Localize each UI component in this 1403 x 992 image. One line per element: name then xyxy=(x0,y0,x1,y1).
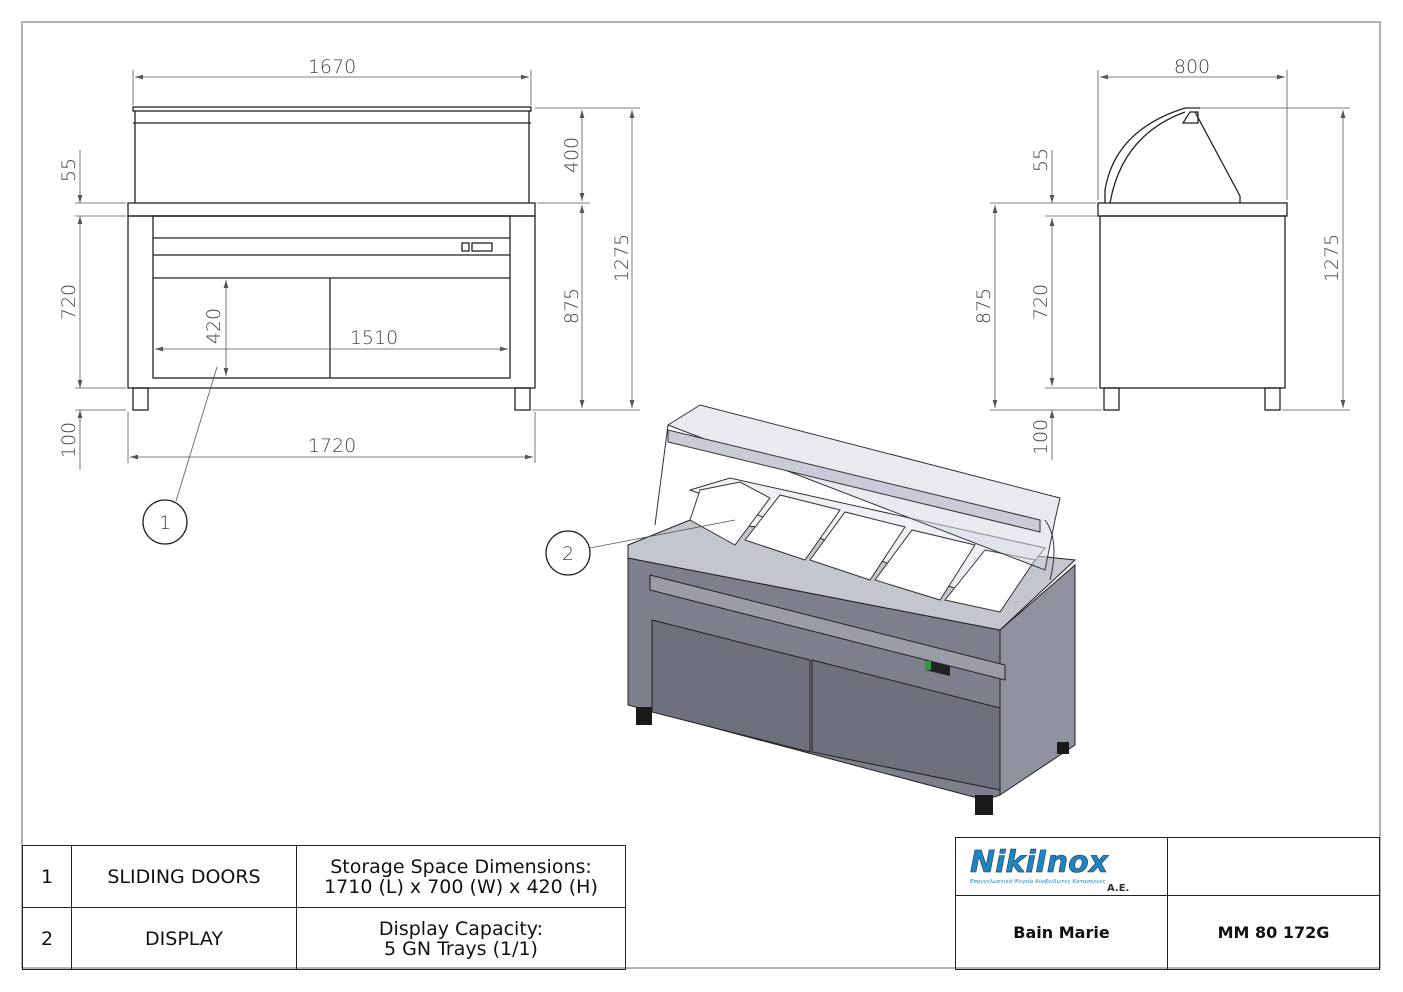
logo-cell xyxy=(955,837,1168,896)
side-view-dimensions: 800 875 55 720 100 1275 xyxy=(973,56,1350,460)
svg-text:1670: 1670 xyxy=(308,56,356,78)
svg-text:875: 875 xyxy=(973,288,995,324)
table-row: 2 DISPLAY Display Capacity: 5 GN Trays (… xyxy=(22,907,626,970)
svg-text:400: 400 xyxy=(561,137,583,173)
part-name: SLIDING DOORS xyxy=(71,845,297,908)
svg-text:2: 2 xyxy=(562,543,574,565)
desc-line: Display Capacity: xyxy=(378,917,544,940)
part-number: 1 xyxy=(22,845,72,908)
front-view xyxy=(127,106,536,411)
svg-text:100: 100 xyxy=(58,422,80,458)
svg-text:420: 420 xyxy=(203,308,225,344)
svg-text:720: 720 xyxy=(58,284,80,320)
part-number: 2 xyxy=(22,907,72,970)
svg-text:1510: 1510 xyxy=(350,327,398,349)
product-name: Bain Marie xyxy=(955,895,1168,970)
part-description: Display Capacity: 5 GN Trays (1/1) xyxy=(296,907,626,970)
svg-text:1: 1 xyxy=(159,512,171,534)
part-name: DISPLAY xyxy=(71,907,297,970)
svg-text:720: 720 xyxy=(1030,284,1052,320)
isometric-view xyxy=(627,404,1077,815)
model-number: MM 80 172G xyxy=(1167,895,1380,970)
svg-text:875: 875 xyxy=(561,288,583,324)
desc-line: Storage Space Dimensions: xyxy=(330,855,592,878)
desc-line: 5 GN Trays (1/1) xyxy=(384,937,538,960)
side-view xyxy=(1097,107,1288,411)
svg-text:55: 55 xyxy=(1030,148,1052,172)
svg-text:55: 55 xyxy=(58,158,80,182)
svg-text:1720: 1720 xyxy=(308,435,356,457)
svg-text:800: 800 xyxy=(1174,56,1210,78)
svg-text:1275: 1275 xyxy=(1321,234,1343,282)
callout-2: 2 xyxy=(545,519,736,576)
svg-text:1275: 1275 xyxy=(611,234,633,282)
sheet-border xyxy=(21,21,1381,969)
svg-text:100: 100 xyxy=(1030,419,1052,455)
empty-cell xyxy=(1167,837,1380,896)
title-block: Bain Marie MM 80 172G xyxy=(955,837,1380,970)
callout-1: 1 xyxy=(142,366,218,545)
desc-line: 1710 (L) x 700 (W) x 420 (H) xyxy=(324,875,598,898)
table-row: 1 SLIDING DOORS Storage Space Dimensions… xyxy=(22,845,626,908)
parts-table: 1 SLIDING DOORS Storage Space Dimensions… xyxy=(22,845,626,970)
front-view-dimensions: 1670 1720 1510 420 55 720 100 400 875 12… xyxy=(58,56,640,470)
part-description: Storage Space Dimensions: 1710 (L) x 700… xyxy=(296,845,626,908)
